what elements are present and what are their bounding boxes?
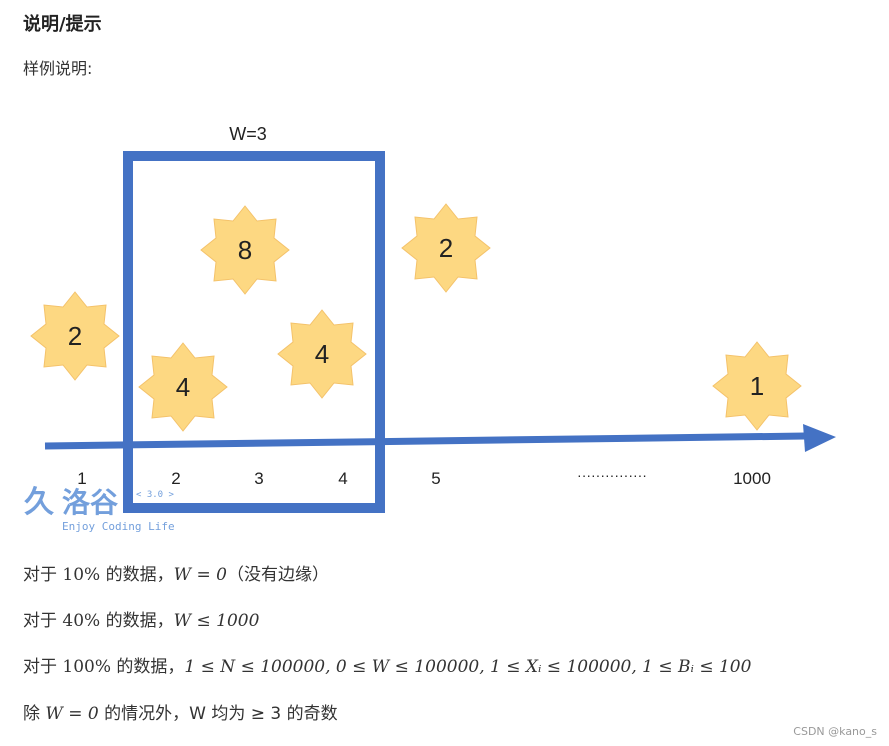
star-icon (30, 291, 120, 381)
note-percent: 100% (62, 657, 112, 677)
star-item: 2 (30, 291, 120, 381)
watermark-brand: 洛谷 (62, 486, 119, 519)
star-item: 4 (277, 309, 367, 399)
note-mid: 的数据， (100, 565, 174, 585)
sample-label: 样例说明: (23, 59, 93, 78)
note-mid: 的数据， (100, 611, 174, 631)
note-percent: 40% (62, 611, 101, 631)
window-label: W=3 (229, 124, 267, 144)
axis-arrow-icon (803, 424, 836, 452)
axis-label: 5 (431, 469, 440, 488)
note-mid: 的数据， (111, 657, 185, 677)
note-prefix: 除 (23, 704, 46, 724)
axis-label: 1 (77, 469, 86, 488)
note-line: 对于 10% 的数据，W = 0（没有边缘） (23, 560, 329, 585)
star-value: 8 (238, 235, 252, 265)
star-value: 2 (68, 321, 82, 351)
axis-label: 3 (254, 469, 263, 488)
star-value: 4 (176, 372, 190, 402)
axis-label: 4 (338, 469, 347, 488)
sample-figure: W=3 2 4 8 4 2 1 1 2 3 4 5 ··············… (24, 124, 836, 533)
watermark-slogan: Enjoy Coding Life (62, 520, 175, 533)
note-prefix: 对于 (23, 657, 63, 677)
page-title: 说明/提示 (23, 14, 102, 35)
star-value: 1 (750, 371, 764, 401)
window-rect (123, 151, 385, 513)
star-value: 2 (439, 233, 453, 263)
note-math: W ≤ 1000 (173, 611, 260, 631)
star-icon (200, 205, 290, 295)
star-icon (138, 342, 228, 432)
star-item: 2 (401, 203, 491, 293)
star-item: 4 (138, 342, 228, 432)
note-suffix: （没有边缘） (226, 565, 329, 585)
footer-credit: CSDN @kano_s (793, 725, 877, 738)
star-icon (712, 341, 802, 431)
note-line: 对于 40% 的数据，W ≤ 1000 (23, 606, 259, 631)
star-item: 8 (200, 205, 290, 295)
watermark-version: < 3.0 > (136, 490, 175, 500)
axis-line (44, 432, 806, 450)
note-suffix: 的情况外，W 均为 ≥ 3 的奇数 (98, 704, 338, 724)
note-line: 除 W = 0 的情况外，W 均为 ≥ 3 的奇数 (23, 699, 338, 724)
note-math: W = 0 (45, 704, 99, 724)
axis-ellipsis: ··············· (577, 467, 647, 483)
note-percent: 10% (62, 565, 101, 585)
axis-label: 2 (171, 469, 180, 488)
note-math: 1 ≤ N ≤ 100000, 0 ≤ W ≤ 100000, 1 ≤ Xᵢ ≤… (184, 657, 752, 677)
axis-label: 1000 (733, 469, 771, 488)
note-line: 对于 100% 的数据，1 ≤ N ≤ 100000, 0 ≤ W ≤ 1000… (23, 652, 751, 677)
note-prefix: 对于 (23, 565, 63, 585)
star-icon (277, 309, 367, 399)
note-math: W = 0 (173, 565, 227, 585)
luogu-logo-icon: 久 (24, 485, 54, 520)
note-prefix: 对于 (23, 611, 63, 631)
star-value: 4 (315, 339, 329, 369)
star-item: 1 (712, 341, 802, 431)
luogu-watermark: 久 洛谷 < 3.0 > Enjoy Coding Life (24, 485, 175, 533)
star-icon (401, 203, 491, 293)
